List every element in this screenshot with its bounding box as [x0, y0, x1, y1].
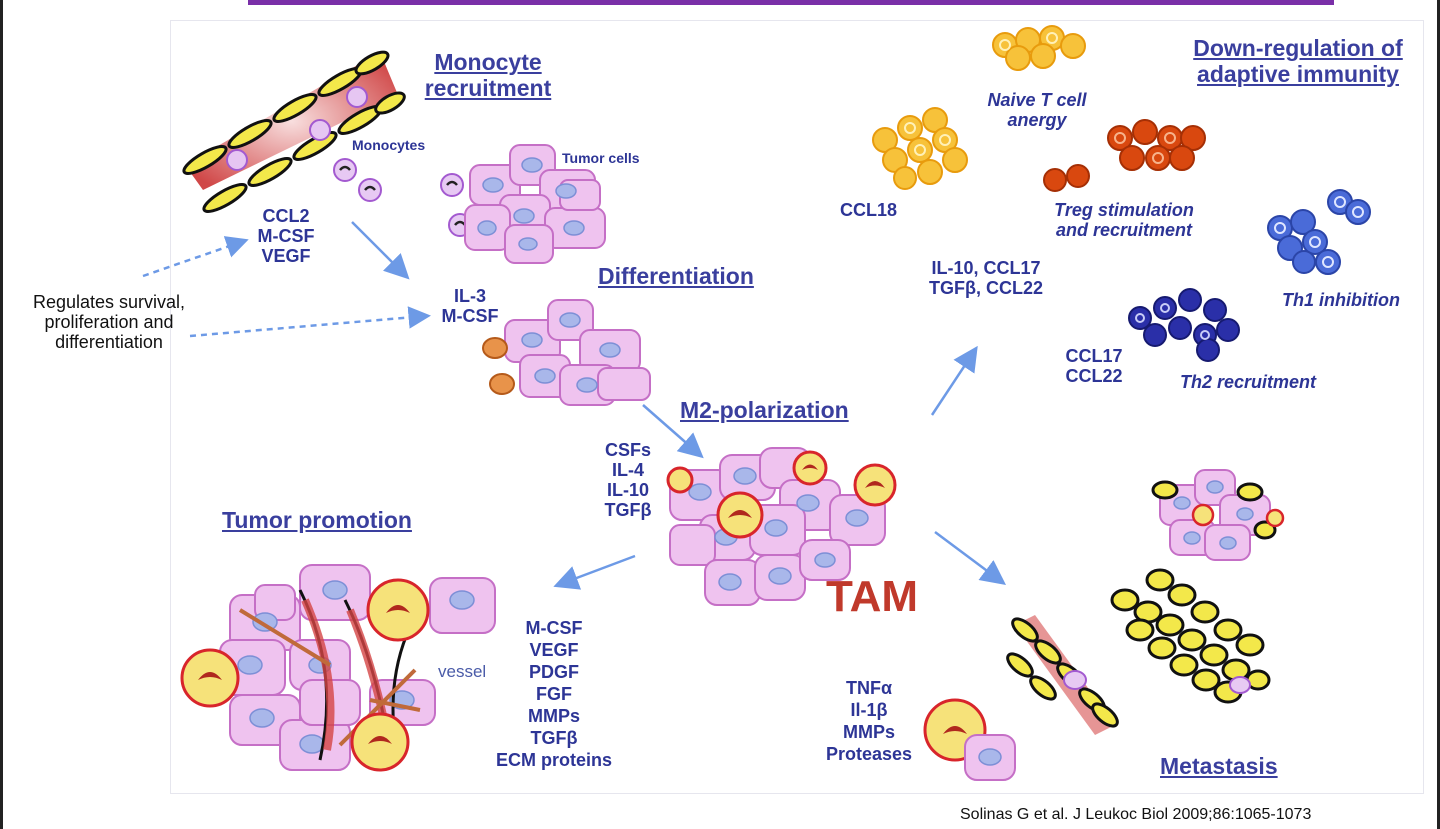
label-tam: TAM — [826, 572, 919, 621]
heading-differentiation: Differentiation — [598, 263, 754, 289]
note-regulates-survival: Regulates survival, proliferation and di… — [32, 292, 186, 353]
tumor-cells-cluster — [464, 144, 606, 264]
molecule-ccl18: CCL18 — [840, 200, 898, 220]
heading-monocyte-recruitment: Monocyte recruitment — [424, 49, 552, 101]
th1-cells — [1267, 189, 1371, 275]
molecules-recruitment: CCL2 M-CSF VEGF — [257, 206, 315, 267]
treg-cells — [1043, 119, 1206, 192]
slide-top-bar — [248, 0, 1334, 5]
label-tumor-cells: Tumor cells — [562, 150, 640, 166]
heading-down-regulation: Down-regulation of adaptive immunity — [1193, 35, 1403, 87]
tumor-promotion-cluster — [180, 564, 496, 772]
heading-m2-polarization: M2-polarization — [680, 397, 849, 423]
heading-tumor-promotion: Tumor promotion — [222, 507, 412, 533]
heading-metastasis: Metastasis — [1160, 753, 1278, 779]
molecules-immunity: IL-10, CCL17 TGFβ, CCL22 — [929, 258, 1043, 299]
effect-treg: Treg stimulation and recruitment — [1054, 200, 1194, 241]
label-vessel: vessel — [438, 662, 487, 681]
effect-th1: Th1 inhibition — [1282, 290, 1400, 310]
molecules-differentiation: IL-3 M-CSF — [441, 286, 499, 327]
molecules-tumor-promotion: M-CSF VEGF PDGF FGF MMPs TGFβ ECM protei… — [495, 618, 612, 770]
blood-vessel-top — [182, 50, 406, 213]
metastasis-vessel-large — [1110, 568, 1271, 704]
effect-th2: Th2 recruitment — [1180, 372, 1317, 392]
metastasis-tumor-cluster — [1151, 469, 1285, 561]
metastasis-vessel-small — [1006, 615, 1119, 735]
effect-naive-t-cell: Naive T cell anergy — [987, 90, 1087, 131]
differentiation-cluster — [482, 299, 651, 406]
tam-cluster — [666, 447, 897, 606]
metastasis-tam-pair — [923, 698, 1016, 781]
citation: Solinas G et al. J Leukoc Biol 2009;86:1… — [960, 806, 1312, 823]
left-border — [0, 0, 3, 829]
right-border — [1437, 0, 1440, 829]
molecules-th2: CCL17 CCL22 — [1065, 346, 1123, 387]
molecules-polarization: CSFs IL-4 IL-10 TGFβ — [604, 440, 652, 521]
naive-t-cells — [872, 25, 1086, 190]
label-monocytes: Monocytes — [352, 137, 426, 153]
molecules-metastasis: TNFα Il-1β MMPs Proteases — [825, 678, 913, 764]
figure-frame — [170, 20, 1424, 794]
th2-cells — [1128, 288, 1240, 362]
arrows — [142, 221, 1007, 590]
